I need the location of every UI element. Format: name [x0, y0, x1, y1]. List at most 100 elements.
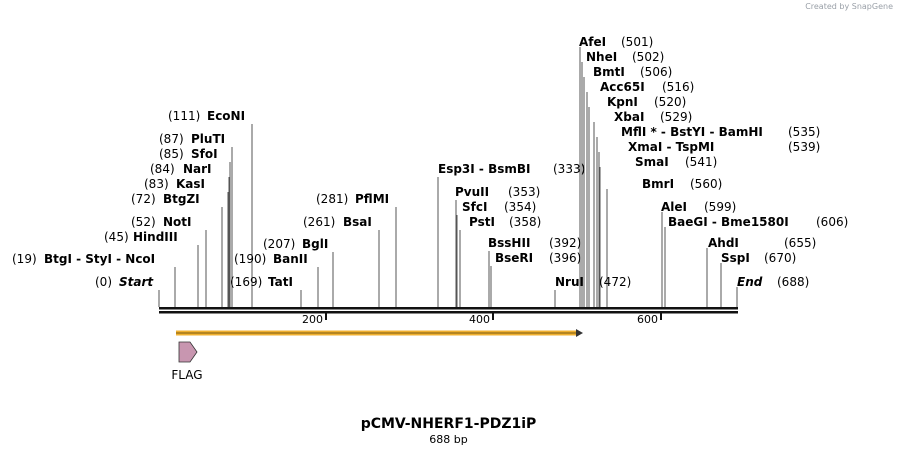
site-position: (516) — [662, 80, 694, 94]
site-name: BtgI - StyI - NcoI — [44, 252, 155, 266]
site-position: (599) — [704, 200, 736, 214]
site-label-esp3i-bsmbi[interactable]: Esp3I - BsmBI (333) — [438, 162, 585, 176]
site-label-bseri[interactable]: BseRI(396) — [495, 251, 581, 265]
site-label-nhei[interactable]: NheI (502) — [586, 50, 664, 64]
site-name: NruI — [555, 275, 584, 289]
site-position: (655) — [784, 236, 816, 250]
site-label-sspi[interactable]: SspI(670) — [721, 251, 796, 265]
site-label-bsshii[interactable]: BssHII (392) — [488, 236, 581, 250]
site-position: (502) — [632, 50, 664, 64]
site-name: SmaI — [635, 155, 669, 169]
site-label-start[interactable]: (0) Start — [95, 275, 154, 289]
site-label-xbai[interactable]: XbaI(529) — [614, 110, 692, 124]
site-label-baegi-bme1580i[interactable]: BaeGI - Bme1580I(606) — [668, 215, 848, 229]
site-position: (19) — [12, 252, 37, 266]
site-position: (84) — [150, 162, 175, 176]
site-label-tati[interactable]: (169) TatI — [230, 275, 293, 289]
site-label-bgli[interactable]: (207)BglI — [263, 237, 328, 251]
site-name: Esp3I - BsmBI — [438, 162, 530, 176]
site-name: BtgZI — [163, 192, 200, 206]
site-position: (606) — [816, 215, 848, 229]
site-position: (358) — [509, 215, 541, 229]
site-name: BmtI — [593, 65, 625, 79]
site-position: (541) — [685, 155, 717, 169]
site-label-sfci[interactable]: SfcI(354) — [462, 200, 536, 214]
site-position: (392) — [549, 236, 581, 250]
site-position: (111) — [168, 109, 200, 123]
site-name: End — [737, 275, 763, 289]
site-position: (87) — [159, 132, 184, 146]
site-position: (85) — [159, 147, 184, 161]
site-name: HindIII — [133, 230, 178, 244]
site-label-hindiii[interactable]: (45)HindIII — [104, 230, 178, 244]
site-position: (501) — [621, 35, 653, 49]
site-name: PstI — [469, 215, 495, 229]
site-position: (560) — [690, 177, 722, 191]
ruler-label-200: 200 — [302, 313, 323, 326]
flag-feature-label: FLAG — [171, 368, 202, 382]
site-name: BssHII — [488, 236, 530, 250]
site-label-bmti[interactable]: BmtI (506) — [593, 65, 672, 79]
site-position: (281) — [316, 192, 348, 206]
site-name: PflMI — [355, 192, 389, 206]
site-label-psti[interactable]: PstI (358) — [469, 215, 541, 229]
site-name: SspI — [721, 251, 750, 265]
site-name: Acc65I — [600, 80, 645, 94]
site-name: KpnI — [607, 95, 638, 109]
site-name: BanII — [273, 252, 308, 266]
site-label-pluti[interactable]: (87) PluTI — [159, 132, 225, 146]
site-position: (506) — [640, 65, 672, 79]
site-position: (472) — [599, 275, 631, 289]
site-label-noti[interactable]: (52)NotI — [131, 215, 192, 229]
site-name: KasI — [176, 177, 205, 191]
site-label-ahdi[interactable]: AhdI(655) — [708, 236, 816, 250]
site-label-end[interactable]: End(688) — [737, 275, 809, 289]
site-label-bmri[interactable]: BmrI(560) — [642, 177, 722, 191]
site-label-btgi-styi-ncoi[interactable]: (19) BtgI - StyI - NcoI — [12, 252, 155, 266]
site-label-smai[interactable]: SmaI (541) — [635, 155, 717, 169]
site-position: (83) — [144, 177, 169, 191]
site-name: SfoI — [191, 147, 218, 161]
site-label-bsai[interactable]: (261)BsaI — [303, 215, 372, 229]
site-position: (72) — [131, 192, 156, 206]
flag-feature-arrow[interactable] — [178, 341, 198, 363]
site-position: (396) — [549, 251, 581, 265]
site-position: (353) — [508, 185, 540, 199]
site-label-acc65i[interactable]: Acc65I (516) — [600, 80, 694, 94]
site-name: NheI — [586, 50, 617, 64]
site-name: Start — [119, 275, 154, 289]
ruler-label-400: 400 — [469, 313, 490, 326]
site-name: NotI — [163, 215, 192, 229]
site-label-pflmi[interactable]: (281) PflMI — [316, 192, 389, 206]
snapgene-credit: Created by SnapGene — [805, 2, 893, 11]
site-label-xmai-tspmi[interactable]: XmaI - TspMI(539) — [628, 140, 820, 154]
site-name: PluTI — [191, 132, 225, 146]
site-position: (0) — [95, 275, 112, 289]
site-label-alei[interactable]: AleI(599) — [661, 200, 736, 214]
site-label-kpni[interactable]: KpnI (520) — [607, 95, 686, 109]
site-position: (190) — [234, 252, 266, 266]
site-label-banii[interactable]: (190) BanII — [234, 252, 308, 266]
site-name: AfeI — [579, 35, 606, 49]
site-name: NarI — [183, 162, 212, 176]
site-label-sfoi[interactable]: (85) SfoI — [159, 147, 218, 161]
site-position: (333) — [553, 162, 585, 176]
site-name: XmaI - TspMI — [628, 140, 714, 154]
site-name: PvuII — [455, 185, 489, 199]
site-position: (520) — [654, 95, 686, 109]
site-label-mfli-bstyi-bamhi[interactable]: MflI * - BstYI - BamHI (535) — [621, 125, 820, 139]
site-name: SfcI — [462, 200, 487, 214]
site-label-econi[interactable]: (111)EcoNI — [168, 109, 245, 123]
site-name: TatI — [268, 275, 293, 289]
backbone-bottom-strand — [159, 311, 738, 314]
site-label-afei[interactable]: AfeI (501) — [579, 35, 653, 49]
site-label-pvuii[interactable]: PvuII (353) — [455, 185, 540, 199]
site-position: (169) — [230, 275, 262, 289]
site-label-nari[interactable]: (84) NarI — [150, 162, 212, 176]
site-label-btgzi[interactable]: (72) BtgZI — [131, 192, 200, 206]
site-name: MflI * - BstYI - BamHI — [621, 125, 763, 139]
site-label-nrui[interactable]: NruI (472) — [555, 275, 631, 289]
site-label-kasi[interactable]: (83) KasI — [144, 177, 205, 191]
site-position: (535) — [788, 125, 820, 139]
